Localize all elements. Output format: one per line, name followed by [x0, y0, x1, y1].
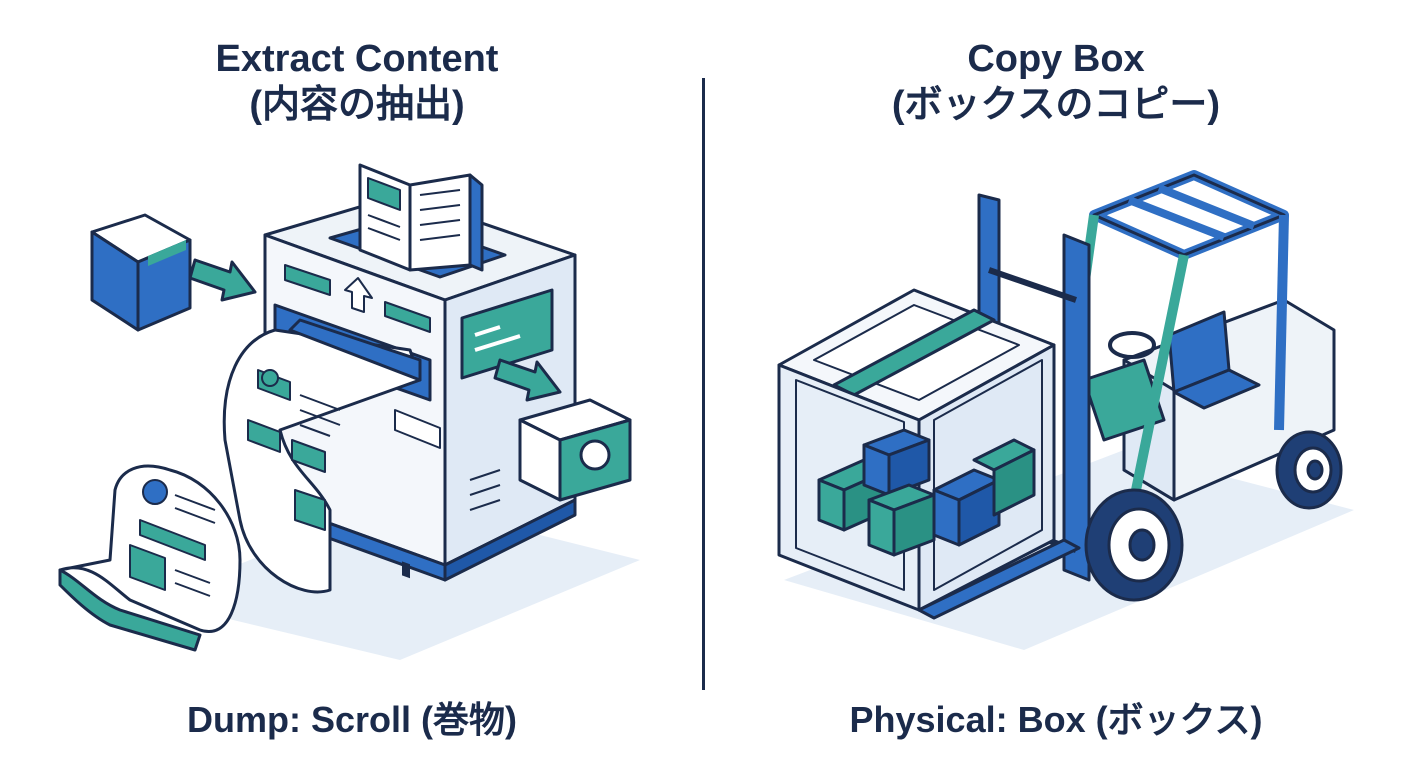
- left-panel: Extract Content (内容の抽出): [10, 36, 704, 740]
- left-title-line1: Extract Content: [215, 38, 499, 80]
- crate-icon: [777, 288, 1081, 620]
- right-panel: Copy Box (ボックスのコピー): [704, 0, 1408, 768]
- arrow-icon: [188, 258, 257, 302]
- left-title: Extract Content (内容の抽出): [10, 36, 704, 128]
- left-caption: Dump: Scroll (巻物): [187, 699, 517, 740]
- scroll-icon: [58, 318, 422, 652]
- right-title-line2: (ボックスのコピー): [891, 84, 1221, 126]
- right-title: Copy Box (ボックスのコピー): [704, 36, 1408, 128]
- panel-divider: [702, 78, 705, 690]
- extract-illustration: [58, 163, 640, 660]
- right-title-line1: Copy Box: [967, 38, 1145, 80]
- book-icon: [90, 213, 192, 332]
- open-book-icon: [358, 163, 484, 272]
- left-title-line2: (内容の抽出): [249, 84, 465, 126]
- right-caption: Physical: Box (ボックス): [849, 699, 1263, 740]
- copy-box-illustration: [777, 170, 1354, 650]
